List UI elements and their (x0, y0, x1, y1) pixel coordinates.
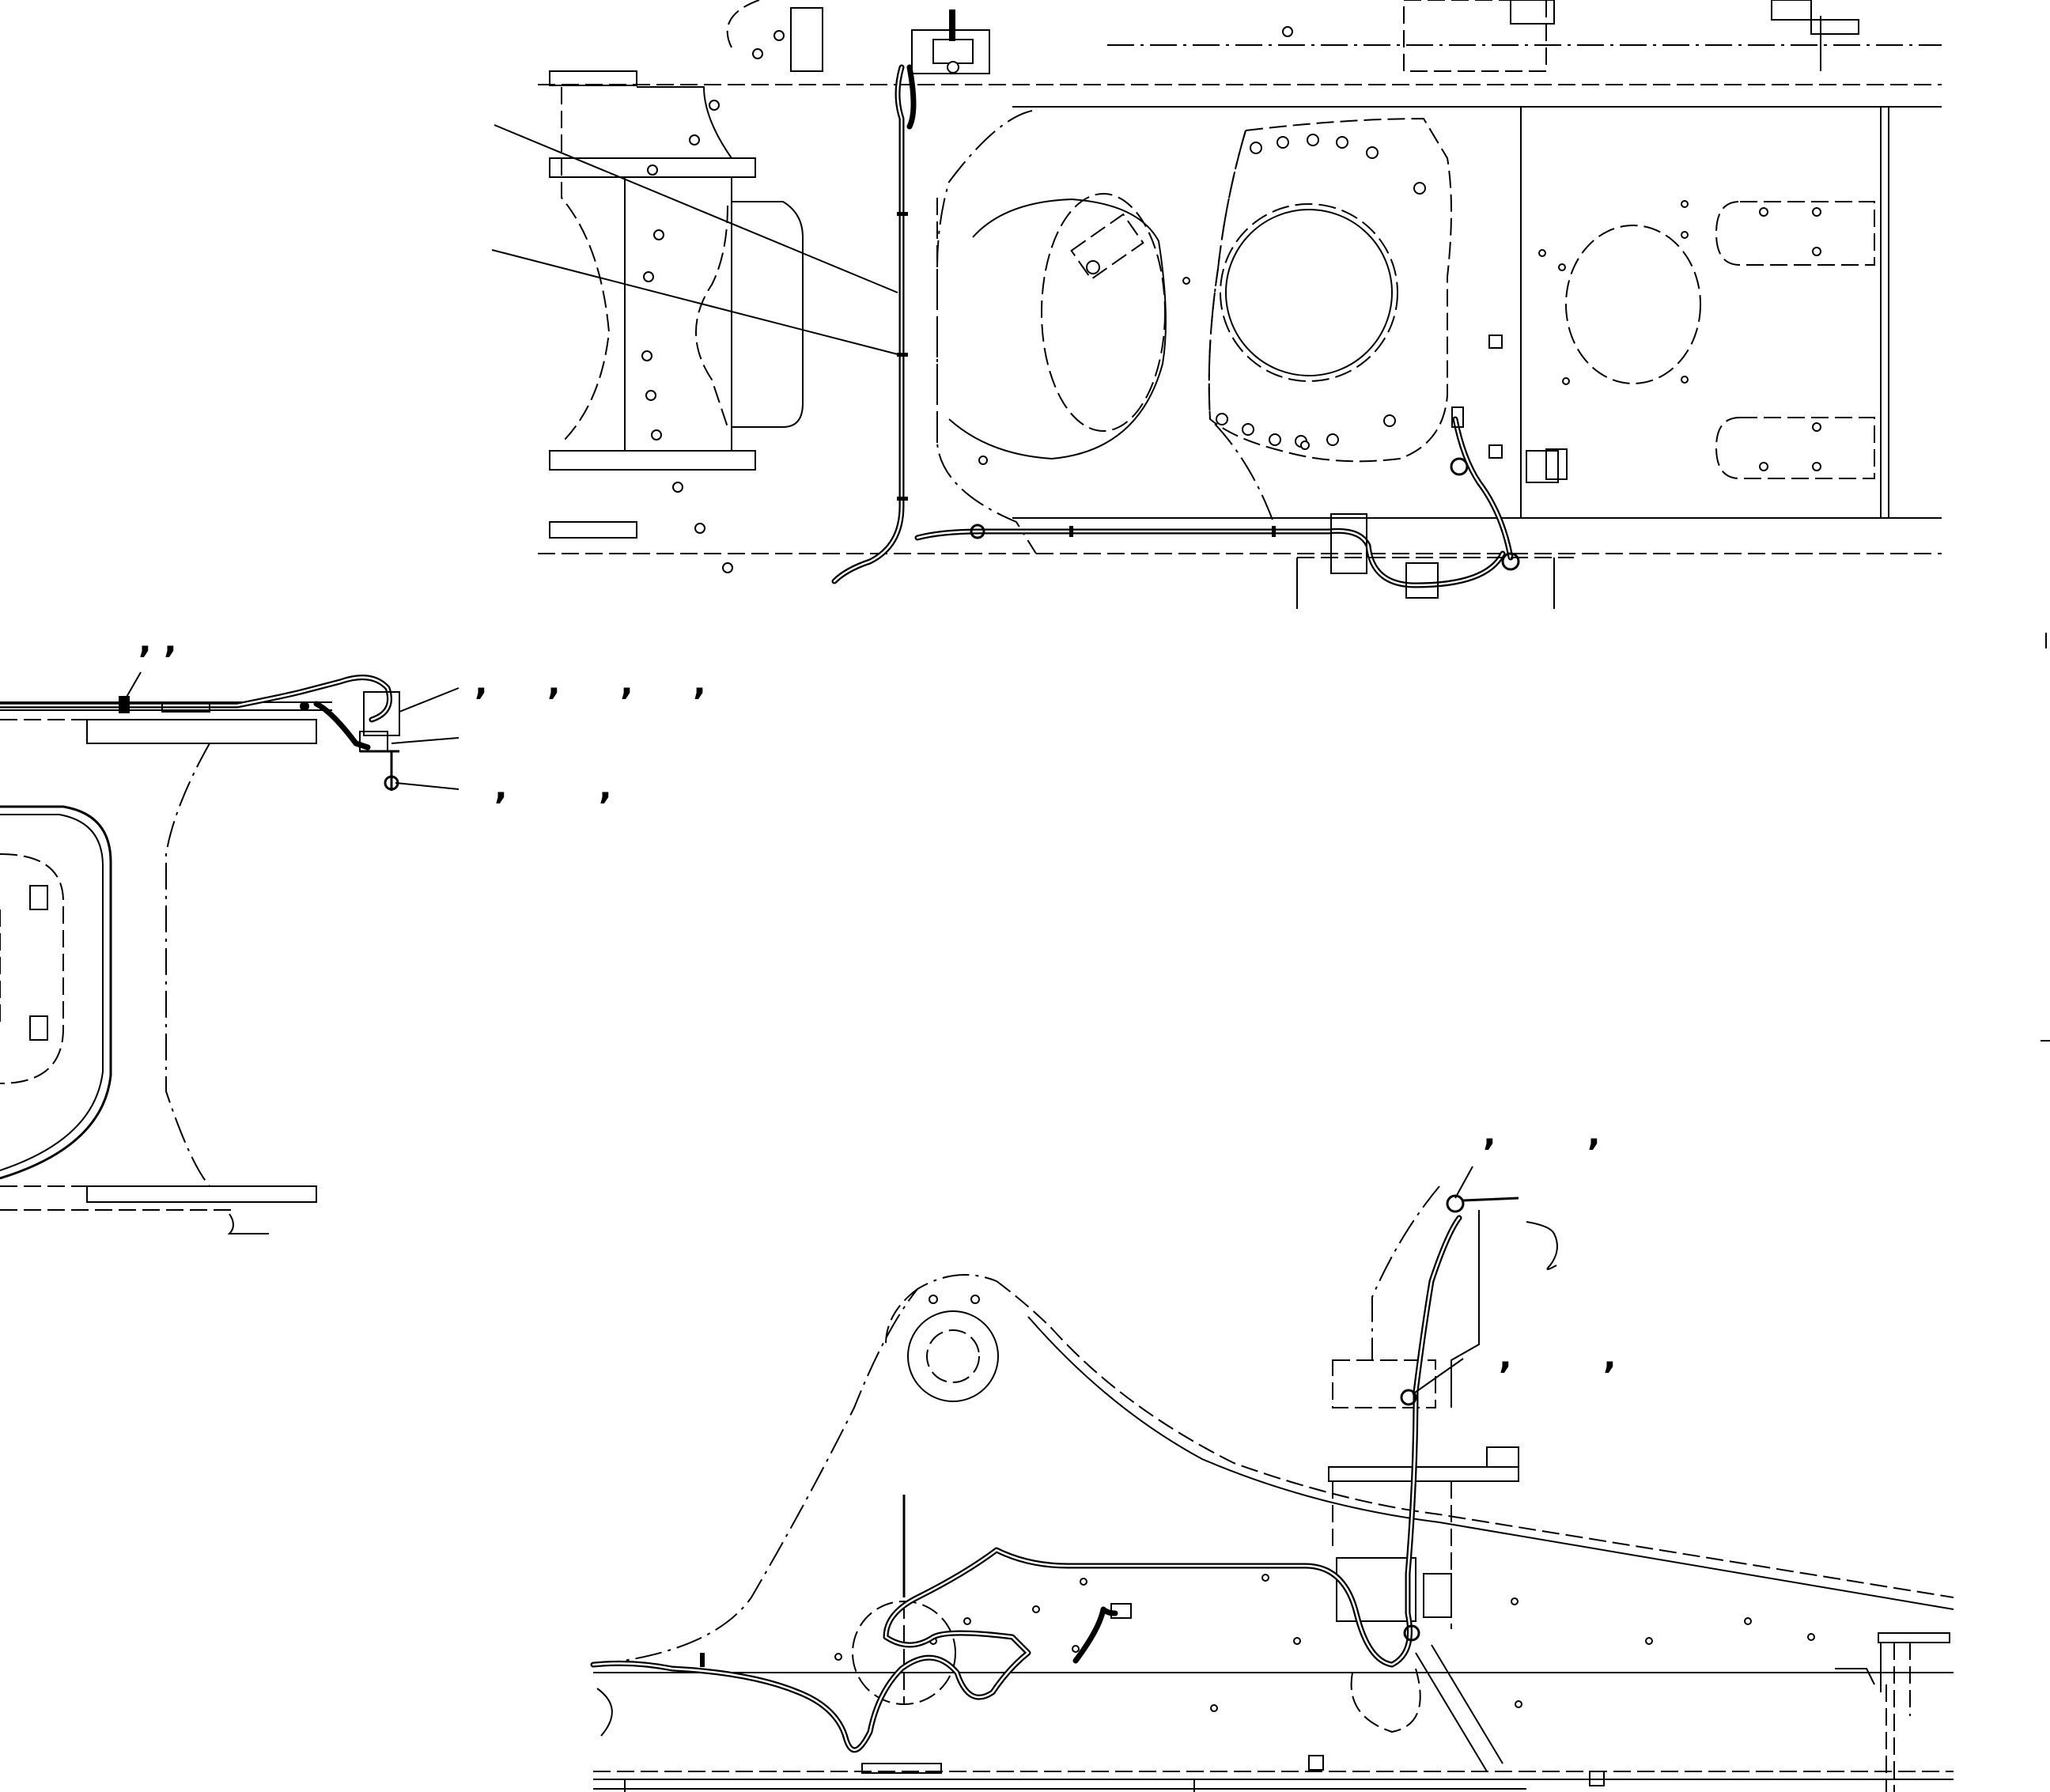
leader-side-2b (391, 737, 460, 744)
callout-side-2: , , , , (475, 663, 730, 703)
leader-bottom-1 (1454, 1166, 1473, 1199)
rear-frame (1282, 0, 1889, 518)
leader-bottom-2 (1412, 1358, 1464, 1395)
bottom-view (590, 1166, 1954, 1792)
bolt-holes-left (641, 30, 785, 573)
callout-side-3: , , (494, 767, 652, 807)
swing-circle-plate (1208, 117, 1503, 523)
leader-side-2 (399, 687, 460, 713)
top-view (491, 0, 1942, 609)
harness-top (831, 9, 1574, 609)
leader-top-2 (491, 249, 898, 355)
leader-side-1 (122, 671, 142, 705)
cross-member (549, 0, 823, 539)
leader-top-1 (494, 124, 898, 293)
center-frame (936, 110, 1190, 554)
callout-bottom-2: , , (1499, 1336, 1656, 1377)
side-view (0, 671, 460, 1234)
callout-bottom-1: , , (1483, 1113, 1640, 1154)
callout-side-1: , , (138, 621, 177, 661)
leader-side-3 (395, 782, 460, 790)
